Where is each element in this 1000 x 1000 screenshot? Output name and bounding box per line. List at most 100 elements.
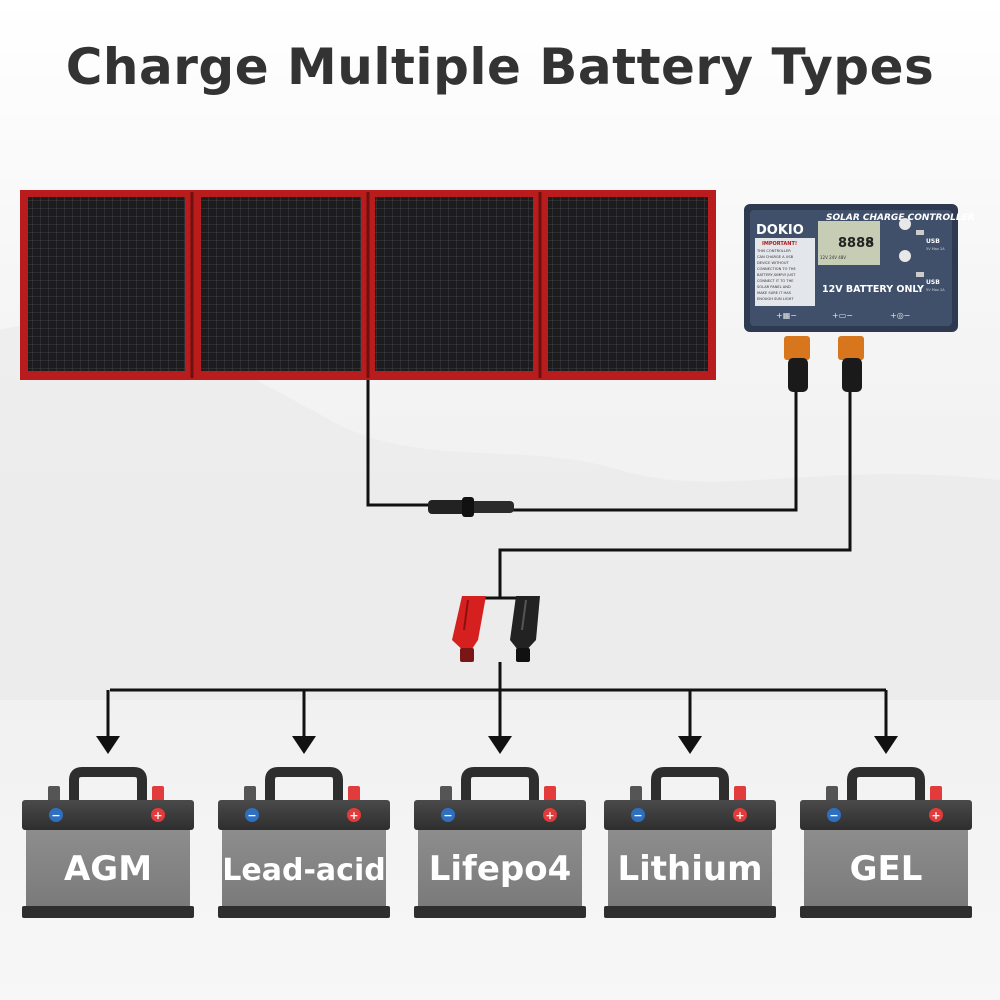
- usb-label-1: USB: [926, 238, 940, 245]
- lcd-display: [818, 221, 880, 265]
- plus-sign: +: [545, 809, 554, 822]
- usb-port-icon: [916, 272, 924, 277]
- arrow-head-icon: [292, 736, 316, 754]
- notice-box: [755, 238, 815, 306]
- notice-line: THIS CONTROLLER: [756, 249, 791, 253]
- notice-line: CONNECTION TO THE: [757, 267, 796, 271]
- battery-lifepo4: −+Lifepo4: [414, 767, 586, 918]
- minus-sign: −: [829, 809, 838, 822]
- battery-label: GEL: [850, 849, 923, 889]
- controller-battery-cable: [498, 390, 852, 598]
- alligator-clip-red: [452, 596, 486, 662]
- controller-pv-cable: [512, 390, 798, 512]
- battery-top: [22, 800, 194, 830]
- minus-sign: −: [443, 809, 452, 822]
- negative-terminal: [630, 786, 642, 802]
- battery-agm: −+AGM: [22, 767, 194, 918]
- minus-icon: [441, 808, 455, 822]
- minus-icon: [827, 808, 841, 822]
- notice-line: SOLAR PANEL AND: [757, 285, 791, 289]
- battery-base: [414, 906, 586, 918]
- usb-label-2: USB: [926, 279, 940, 286]
- lcd-units: VA: [866, 240, 874, 246]
- plus-sign: +: [931, 809, 940, 822]
- minus-icon: [49, 808, 63, 822]
- usb-port-icon: [916, 230, 924, 235]
- arrow-head-icon: [488, 736, 512, 754]
- battery-body: [418, 830, 582, 908]
- battery-handle: [847, 767, 925, 804]
- plus-icon: [543, 808, 557, 822]
- battery-handle: [265, 767, 343, 804]
- sun-icon: [899, 218, 911, 230]
- battery-top: [800, 800, 972, 830]
- notice-line: ENOUGH SUN LIGHT: [757, 297, 794, 301]
- battery-only-label: 12V BATTERY ONLY: [822, 284, 924, 295]
- battery-lithium: − + Lithium: [604, 767, 776, 918]
- usb-sub-2: 5V Max 2A: [926, 288, 945, 292]
- battery-handle: [69, 767, 147, 804]
- panel-cable: [366, 380, 430, 507]
- plus-icon: [151, 808, 165, 822]
- notice-title: IMPORTANT!: [762, 241, 797, 247]
- page-title: Charge Multiple Battery Types: [65, 38, 935, 96]
- panel-module-3: [375, 197, 533, 371]
- solar-panel: [20, 190, 716, 380]
- battery-gel: − + GEL: [800, 767, 972, 918]
- battery-base: [218, 906, 390, 918]
- battery-terminal-icon: +▭−: [832, 311, 853, 320]
- controller-plugs: [784, 336, 864, 392]
- plus-sign: +: [349, 809, 358, 822]
- notice-line: CAN CHARGE A USB: [757, 255, 794, 259]
- plus-sign: +: [735, 809, 744, 822]
- negative-terminal: [440, 786, 452, 802]
- arrow-head-icon: [678, 736, 702, 754]
- negative-terminal: [826, 786, 838, 802]
- battery-body: [26, 830, 190, 908]
- minus-sign: −: [633, 809, 642, 822]
- battery-body: [804, 830, 968, 908]
- battery-top: [218, 800, 390, 830]
- charge-controller: SOLAR CHARGE CONTROLLER DOKIO IMPORTANT!…: [744, 204, 975, 332]
- load-terminal-icon: +◎−: [890, 311, 910, 320]
- battery-label: AGM: [64, 849, 152, 889]
- plus-sign: +: [153, 809, 162, 822]
- plus-icon: [733, 808, 747, 822]
- distribution-arrows: [96, 662, 898, 754]
- battery-top: [604, 800, 776, 830]
- negative-terminal: [48, 786, 60, 802]
- battery-label: Lithium: [617, 849, 762, 889]
- usb-sub-1: 5V Max 2A: [926, 247, 945, 251]
- alligator-clip-black: [510, 596, 540, 662]
- battery-row: −+AGM−+Lead-acid−+Lifepo4−+Lithium−+GEL: [22, 767, 972, 918]
- arrow-head-icon: [874, 736, 898, 754]
- battery-handle: [651, 767, 729, 804]
- minus-icon: [245, 808, 259, 822]
- positive-terminal: [348, 786, 360, 802]
- negative-terminal: [244, 786, 256, 802]
- plus-icon: [347, 808, 361, 822]
- pv-terminal-icon: +▦−: [776, 311, 797, 320]
- notice-line: CONNECT IT TO THE: [757, 279, 794, 283]
- mc4-connector: [428, 497, 514, 517]
- plus-icon: [929, 808, 943, 822]
- battery-base: [22, 906, 194, 918]
- bulb-icon: [899, 250, 911, 262]
- notice-line: DEVICE WITHOUT: [757, 261, 789, 265]
- notice-line: MAKE SURE IT HAS: [757, 291, 792, 295]
- battery-base: [800, 906, 972, 918]
- lcd-digits: 8888: [838, 236, 874, 251]
- battery-body: [222, 830, 386, 908]
- arrow-head-icon: [96, 736, 120, 754]
- positive-terminal: [930, 786, 942, 802]
- battery-lead-acid: −+Lead-acid: [218, 767, 390, 918]
- minus-icon: [631, 808, 645, 822]
- minus-sign: −: [247, 809, 256, 822]
- lcd-voltage-row: 12V 24V 48V: [820, 255, 846, 260]
- controller-heading: SOLAR CHARGE CONTROLLER: [826, 213, 975, 223]
- positive-terminal: [734, 786, 746, 802]
- positive-terminal: [544, 786, 556, 802]
- panel-module-1: [28, 197, 185, 371]
- positive-terminal: [152, 786, 164, 802]
